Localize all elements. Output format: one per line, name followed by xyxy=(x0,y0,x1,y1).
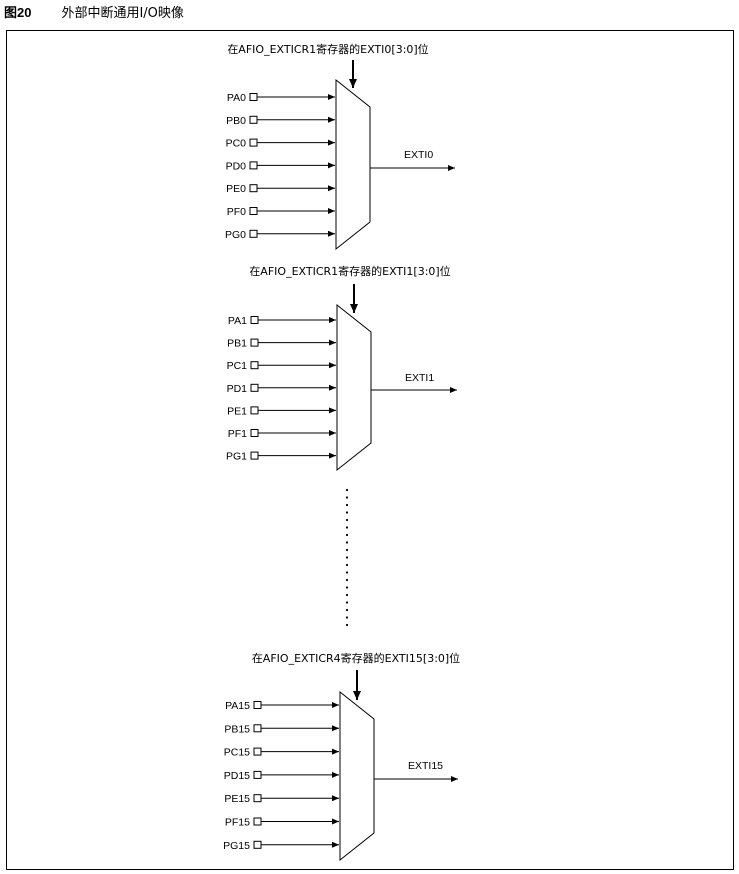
input-pin-square xyxy=(250,383,259,392)
ellipsis-dot xyxy=(345,511,349,514)
ellipsis-dot xyxy=(345,593,349,597)
input-pin-label: PE1 xyxy=(227,405,247,417)
input-pin-label: PG15 xyxy=(223,840,250,852)
input-pin-label: PG0 xyxy=(225,229,246,241)
input-pin-square xyxy=(249,93,258,101)
ellipsis-dot xyxy=(345,533,349,537)
ellipsis-dots xyxy=(345,488,349,627)
input-pin-square xyxy=(253,724,262,733)
output-label: EXTI1 xyxy=(405,372,434,384)
figure-title: 外部中断通用I/O映像 xyxy=(61,6,184,21)
input-pin-label: PD0 xyxy=(226,160,247,172)
mux-block-exti0: 在AFIO_EXTICR1寄存器的EXTI0[3:0]位 PA0PB0PC0PD0… xyxy=(225,42,455,251)
ellipsis-dot xyxy=(345,503,349,507)
ellipsis-dot xyxy=(345,563,349,567)
mux-block-exti15: 在AFIO_EXTICR4寄存器的EXTI15[3:0]位 PA15PB15PC1… xyxy=(223,651,460,862)
input-pin-label: PA1 xyxy=(228,315,247,327)
input-pin-label: PD15 xyxy=(224,770,250,782)
input-pin-label: PF0 xyxy=(227,206,246,218)
ellipsis-dot xyxy=(345,571,349,574)
select-register-label: 在AFIO_EXTICR1寄存器的EXTI0[3:0]位 xyxy=(227,42,428,56)
output-label: EXTI15 xyxy=(408,760,443,772)
ellipsis-dot xyxy=(345,526,349,529)
input-pin-label: PG1 xyxy=(226,451,247,463)
ellipsis-dot xyxy=(345,608,349,612)
input-pin-square xyxy=(249,207,258,215)
input-pin-square xyxy=(250,406,259,415)
input-pin-label: PA0 xyxy=(227,92,246,104)
ellipsis-dot xyxy=(345,556,349,559)
input-pin-label: PF1 xyxy=(228,428,247,440)
input-pin-square xyxy=(250,429,259,437)
figure-number: 图20 xyxy=(4,5,32,20)
input-pin-label: PC1 xyxy=(227,360,248,372)
input-pin-label: PB0 xyxy=(226,115,246,127)
input-pin-label: PE0 xyxy=(226,183,246,195)
input-pin-square xyxy=(253,840,262,849)
ellipsis-dot xyxy=(345,548,349,552)
input-pin-square xyxy=(250,316,259,324)
input-pin-square xyxy=(250,451,259,460)
ellipsis-dot xyxy=(345,541,349,544)
input-pin-square xyxy=(253,747,262,756)
input-pin-square xyxy=(249,115,258,124)
ellipsis-dot xyxy=(345,586,349,589)
input-pin-square xyxy=(250,338,259,347)
input-pin-square xyxy=(249,138,258,147)
ellipsis-dot xyxy=(345,518,349,522)
input-pin-square xyxy=(253,701,262,709)
input-pin-label: PB15 xyxy=(224,723,250,735)
mux-trapezoid xyxy=(339,690,375,862)
input-pin-label: PB1 xyxy=(227,338,247,350)
ellipsis-dot xyxy=(345,623,349,627)
ellipsis-dot xyxy=(345,616,349,619)
ellipsis-dot xyxy=(345,496,349,499)
input-pin-square xyxy=(253,817,262,826)
input-pin-square xyxy=(249,229,258,238)
input-pin-label: PC15 xyxy=(224,747,250,759)
figure-caption: 图20 外部中断通用I/O映像 xyxy=(4,3,184,23)
input-pin-square xyxy=(249,161,258,170)
input-pin-square xyxy=(249,184,258,193)
mux-block-exti1: 在AFIO_EXTICR1寄存器的EXTI1[3:0]位 PA1PB1PC1PD1… xyxy=(226,264,457,472)
output-label: EXTI0 xyxy=(404,149,433,161)
input-pin-square xyxy=(250,361,259,370)
select-register-label: 在AFIO_EXTICR1寄存器的EXTI1[3:0]位 xyxy=(249,264,450,278)
ellipsis-dot xyxy=(345,601,349,604)
input-pin-label: PE15 xyxy=(224,793,250,805)
input-pin-label: PC0 xyxy=(226,138,247,150)
select-register-label: 在AFIO_EXTICR4寄存器的EXTI15[3:0]位 xyxy=(252,651,460,665)
input-pin-label: PA15 xyxy=(225,700,250,712)
input-pin-square xyxy=(253,770,262,779)
input-pin-label: PF15 xyxy=(225,817,250,829)
mux-trapezoid xyxy=(336,303,372,472)
mux-trapezoid xyxy=(335,78,371,251)
input-pin-square xyxy=(253,794,262,803)
diagram-frame xyxy=(6,30,734,870)
ellipsis-dot xyxy=(345,488,349,492)
input-pin-label: PD1 xyxy=(227,383,248,395)
ellipsis-dot xyxy=(345,578,349,582)
